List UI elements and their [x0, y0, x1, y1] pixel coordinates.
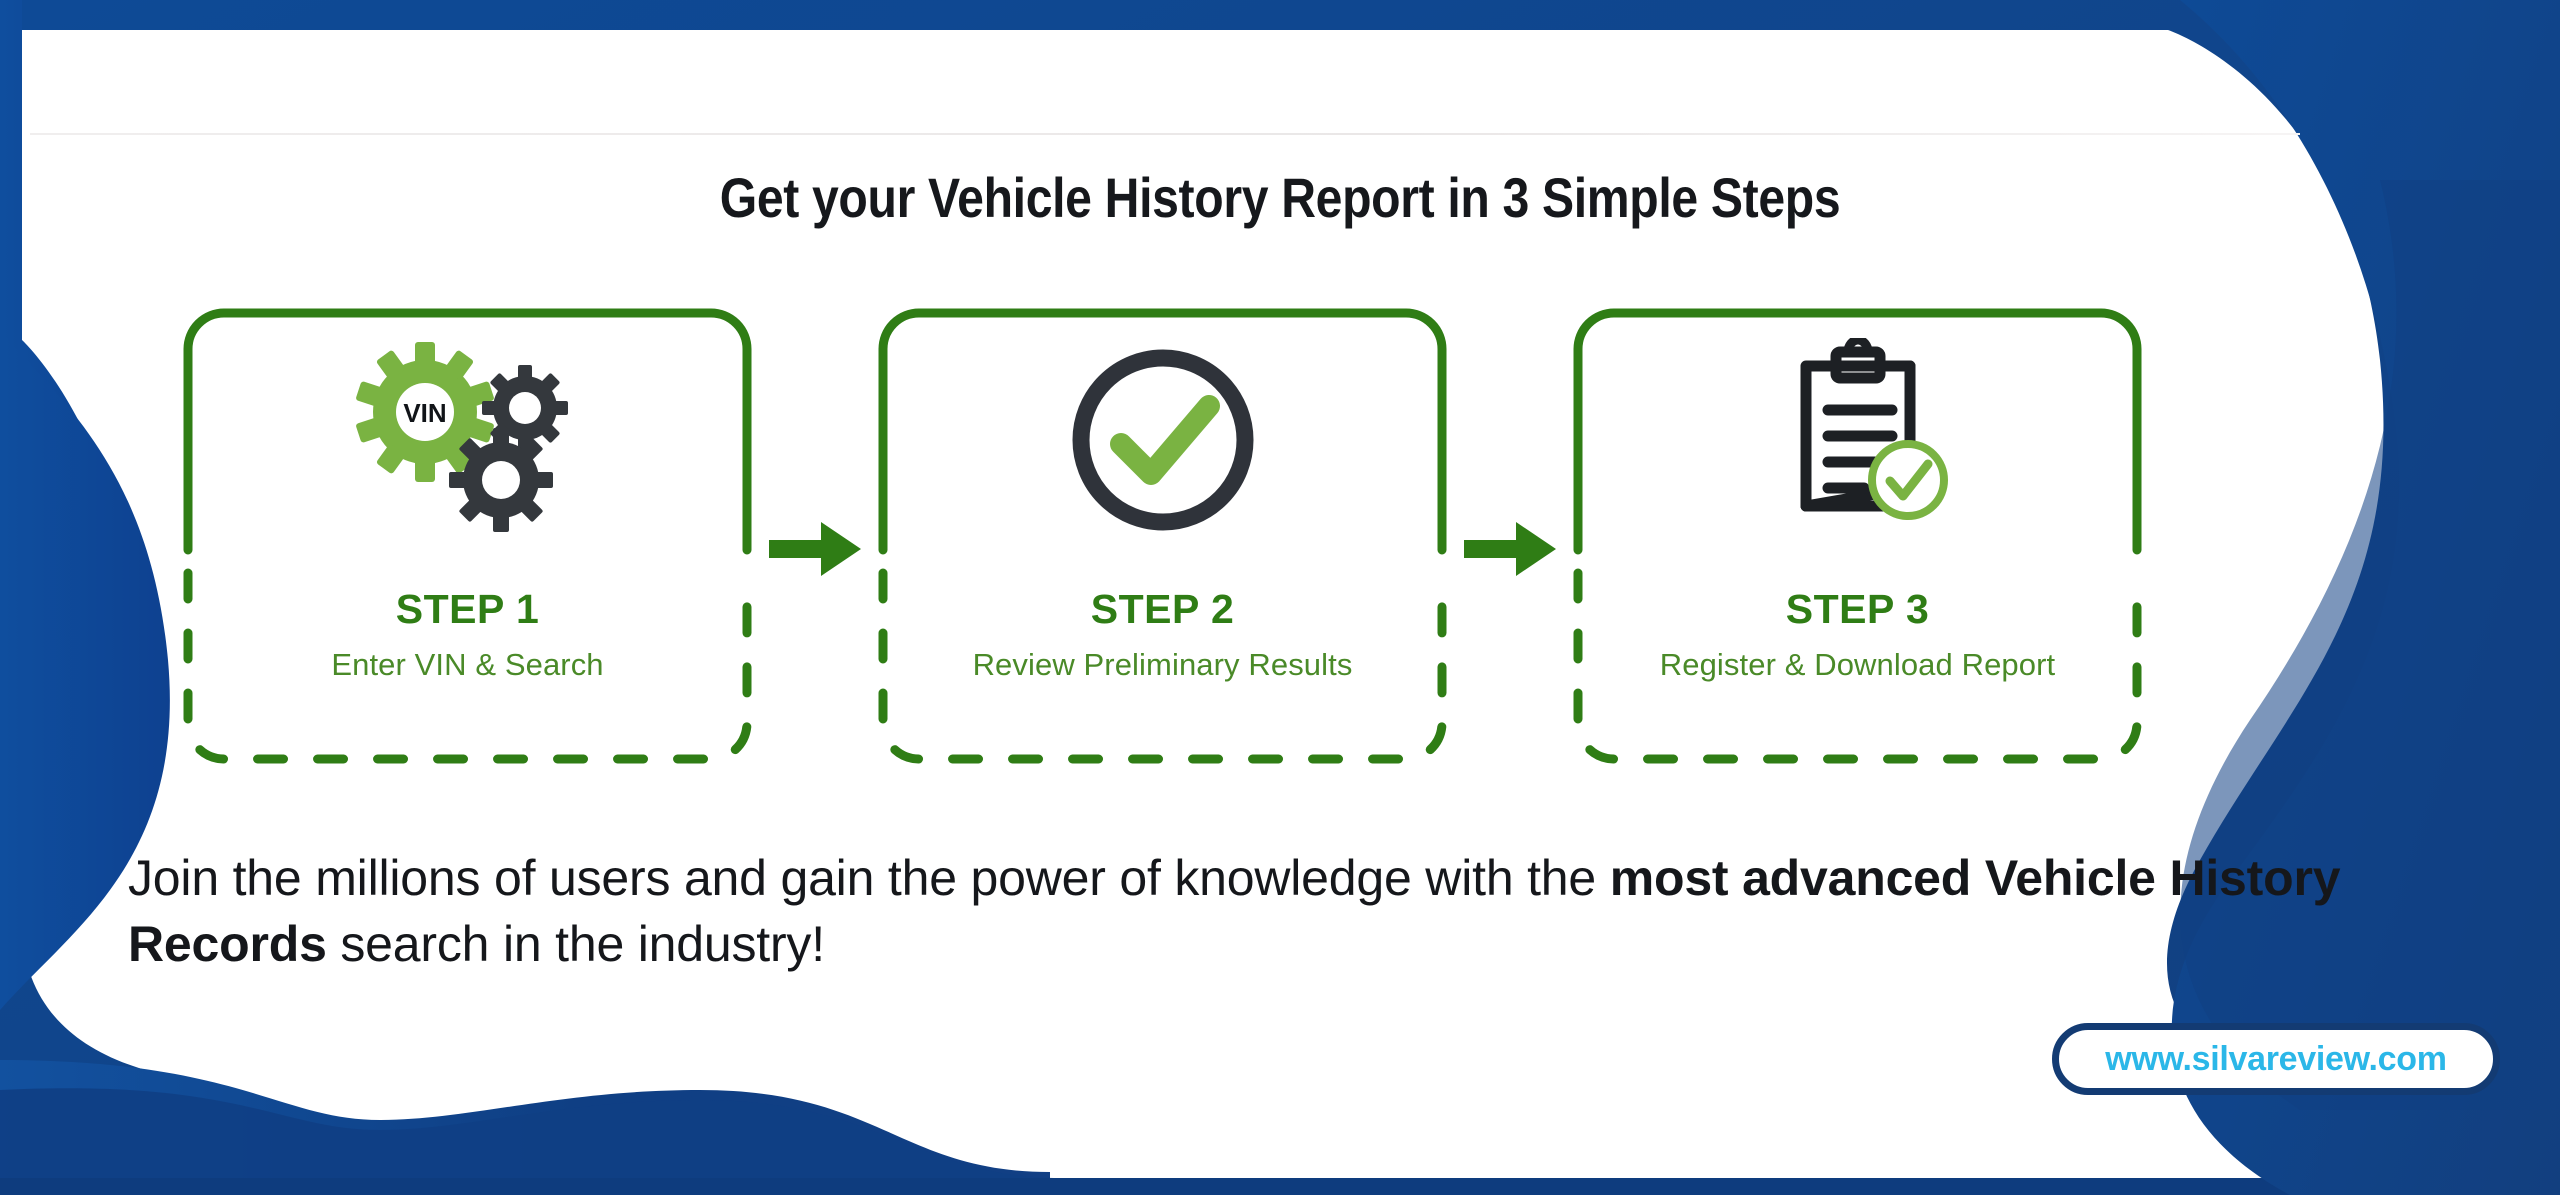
- step-subtitle-2: Review Preliminary Results: [972, 647, 1353, 682]
- lede-part-1: Join the millions of users and gain the …: [128, 850, 1610, 906]
- lede-bold: most advanced Vehicle History Records: [128, 850, 2341, 972]
- arrow-gap-1: [755, 305, 875, 775]
- step-title-2: STEP 2: [1090, 586, 1235, 632]
- step-card-border: [183, 308, 752, 764]
- page-title: Get your Vehicle History Report in 3 Sim…: [719, 166, 1841, 229]
- arrow-right-icon: [1464, 522, 1556, 576]
- step-subtitle-1: Enter VIN & Search: [331, 647, 604, 682]
- step-card-1[interactable]: VIN: [180, 305, 755, 775]
- gear-vin-label: VIN: [403, 398, 446, 428]
- step-icon-area-1: VIN: [180, 305, 755, 575]
- header-divider: [30, 133, 2300, 135]
- steps-row: VIN: [180, 305, 2445, 775]
- step-icon-area-3: [1570, 305, 2145, 575]
- step-card-2[interactable]: STEP 2 Review Preliminary Results: [875, 305, 1450, 775]
- step-subtitle-3: Register & Download Report: [1659, 647, 2056, 682]
- arrow-gap-2: [1450, 305, 1570, 775]
- step-card-3[interactable]: STEP 3 Register & Download Report: [1570, 305, 2145, 775]
- step-card-border: [1573, 308, 2142, 764]
- check-circle-icon: [1072, 349, 1253, 531]
- gears-vin-icon: VIN: [355, 342, 568, 532]
- arrow-right-icon: [769, 522, 861, 576]
- website-url-badge[interactable]: www.silvareview.com: [2052, 1023, 2500, 1095]
- step-icon-area-2: [875, 305, 1450, 575]
- step-card-border: [878, 308, 1447, 764]
- lede-part-2: search in the industry!: [326, 916, 825, 972]
- clipboard-check-icon: [1800, 337, 1948, 520]
- lede-paragraph: Join the millions of users and gain the …: [128, 845, 2528, 977]
- step-title-3: STEP 3: [1785, 586, 1930, 632]
- step-title-1: STEP 1: [395, 586, 540, 632]
- website-url-text: www.silvareview.com: [2105, 1039, 2447, 1078]
